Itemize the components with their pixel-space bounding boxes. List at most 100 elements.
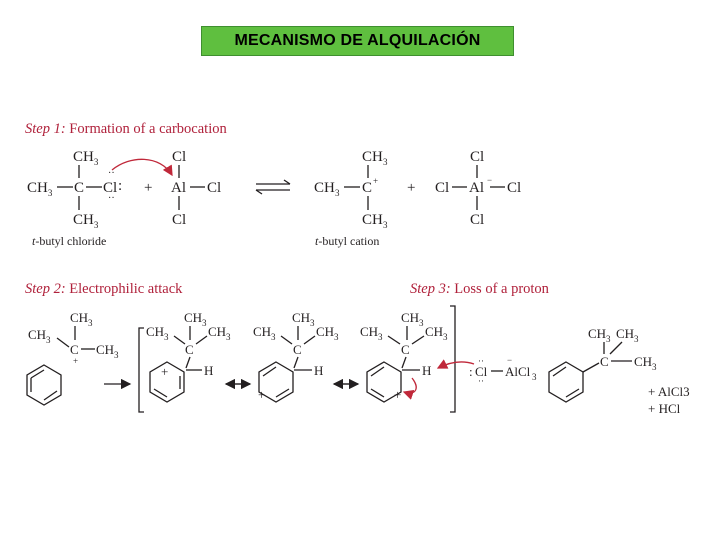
svg-text:3: 3: [202, 318, 207, 328]
svg-text:CH: CH: [362, 149, 383, 165]
caption-t-butyl-cation: t-butyl cation: [315, 234, 379, 248]
svg-text:−: −: [507, 355, 512, 365]
svg-text:3: 3: [88, 318, 93, 328]
curved-electron-arrow: [111, 158, 173, 177]
step2-heading: Step 2: Electrophilic attack: [25, 281, 182, 298]
svg-text:CH: CH: [96, 342, 114, 357]
svg-text:−: −: [487, 175, 492, 185]
svg-text:+: +: [73, 356, 78, 366]
svg-text:3: 3: [378, 332, 383, 342]
ch3-bottom: CH3: [73, 212, 99, 230]
svg-text:··: ··: [108, 168, 115, 179]
svg-text:CH: CH: [253, 324, 271, 339]
svg-text:CH: CH: [70, 310, 88, 325]
svg-text:C: C: [70, 342, 79, 357]
title-banner: MECANISMO DE ALQUILACIÓN: [201, 26, 514, 56]
svg-text:Cl: Cl: [207, 180, 221, 196]
page-title: MECANISMO DE ALQUILACIÓN: [234, 32, 481, 49]
svg-text:3: 3: [114, 350, 119, 360]
step3-heading: Step 3: Loss of a proton: [410, 281, 549, 298]
svg-text:CH: CH: [616, 326, 634, 341]
svg-text:CH: CH: [146, 324, 164, 339]
svg-text:3: 3: [164, 332, 169, 342]
svg-text::: :: [469, 364, 473, 379]
svg-text:3: 3: [271, 332, 276, 342]
svg-text:··: ··: [478, 356, 484, 366]
svg-text:3: 3: [334, 332, 339, 342]
svg-text:3: 3: [419, 318, 424, 328]
svg-text:+ HCl: + HCl: [648, 401, 681, 416]
step2-label: Electrophilic attack: [69, 281, 183, 297]
svg-text:3: 3: [606, 334, 611, 344]
step1-heading: Step 1: Formation of a carbocation: [25, 121, 227, 138]
svg-text:+: +: [373, 176, 378, 186]
tetrachloroaluminate: Cl Cl Al − Cl Cl: [435, 149, 521, 228]
svg-text:C: C: [185, 342, 194, 357]
svg-text:C: C: [600, 354, 609, 369]
svg-text:··: ··: [478, 376, 484, 386]
svg-text:CH: CH: [184, 310, 202, 325]
svg-text:Cl: Cl: [435, 180, 449, 196]
svg-text:AlCl: AlCl: [505, 364, 531, 379]
resonance-bracket-right: [450, 305, 456, 413]
svg-text:H: H: [314, 363, 323, 378]
svg-text:CH: CH: [316, 324, 334, 339]
svg-text:CH: CH: [314, 180, 335, 196]
svg-text:Cl: Cl: [172, 149, 186, 165]
svg-text:Al: Al: [171, 180, 186, 196]
svg-text:Cl: Cl: [172, 212, 186, 228]
svg-text:CH: CH: [28, 327, 46, 342]
byproducts: + AlCl3 + HCl: [648, 384, 690, 416]
svg-text:Cl: Cl: [507, 180, 521, 196]
step3-label: Loss of a proton: [454, 281, 549, 297]
svg-text:3: 3: [652, 362, 657, 372]
svg-text:+: +: [258, 387, 265, 402]
svg-text:C: C: [401, 342, 410, 357]
svg-text:3: 3: [226, 332, 231, 342]
svg-text:+: +: [394, 387, 401, 402]
svg-text:Cl: Cl: [470, 212, 484, 228]
t-butyl-chloride: CH3 CH3 C Cl : ·· ·· CH3 t-butyl chlorid…: [27, 149, 122, 248]
chlorine-atom: Cl: [103, 180, 117, 196]
svg-text:3: 3: [46, 335, 51, 345]
svg-text:CH: CH: [401, 310, 419, 325]
svg-text:Cl: Cl: [475, 364, 488, 379]
svg-text:+: +: [161, 364, 168, 379]
svg-text:C: C: [362, 180, 372, 196]
svg-text:3: 3: [383, 157, 388, 167]
step3-number: Step 3:: [410, 281, 451, 297]
resonance-bracket-left: [138, 327, 144, 413]
step1-label: Formation of a carbocation: [69, 121, 227, 137]
svg-text:H: H: [204, 363, 213, 378]
svg-text:CH: CH: [588, 326, 606, 341]
ch3-top: CH3: [73, 149, 99, 167]
aluminum-chloride: Cl Al Cl Cl: [171, 149, 221, 228]
step2-number: Step 2:: [25, 281, 66, 297]
plus-sign: +: [144, 180, 152, 196]
svg-text::: :: [118, 178, 122, 194]
benzene-reactant: [26, 364, 62, 406]
svg-text:3: 3: [443, 332, 448, 342]
svg-text:3: 3: [335, 188, 340, 198]
svg-text:C: C: [293, 342, 302, 357]
svg-text:CH: CH: [208, 324, 226, 339]
svg-text:+: +: [407, 180, 415, 196]
svg-text:CH: CH: [425, 324, 443, 339]
svg-text:H: H: [422, 363, 431, 378]
svg-text:CH: CH: [360, 324, 378, 339]
svg-text:CH: CH: [362, 212, 383, 228]
svg-text:Cl: Cl: [470, 149, 484, 165]
step1-number: Step 1:: [25, 121, 66, 137]
caption-t-butyl-chloride: t-butyl chloride: [32, 234, 106, 248]
svg-text:Al: Al: [469, 180, 484, 196]
central-carbon: C: [74, 180, 84, 196]
svg-text:3: 3: [310, 318, 315, 328]
svg-text:··: ··: [108, 193, 115, 204]
svg-text:3: 3: [634, 334, 639, 344]
svg-text:CH: CH: [292, 310, 310, 325]
